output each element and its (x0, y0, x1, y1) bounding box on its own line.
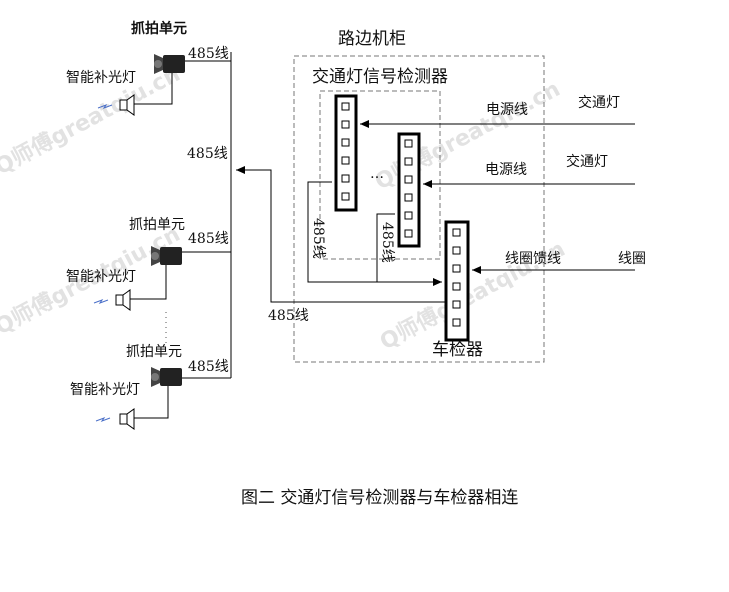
rs485-cam-top-label: 485线 (188, 46, 229, 62)
signal-detector-box (319, 90, 441, 260)
rs485-bus-upper-label: 485线 (187, 146, 228, 162)
camera-icon (151, 367, 182, 387)
capture-unit-top: 抓拍单元 485线 智能补光灯 (66, 20, 231, 116)
rs485-wire-module-2 (376, 213, 395, 282)
figure-caption: 图二 交通灯信号检测器与车检器相连 (241, 488, 518, 508)
fill-light-top-wire (134, 73, 173, 105)
detector-title: 交通灯信号检测器 (312, 67, 448, 87)
speaker-icon (115, 289, 131, 311)
power-line-2-label: 电源线 (485, 162, 527, 178)
camera-icon (154, 54, 185, 74)
fill-light-bot-wire (134, 386, 169, 419)
detector-module-1 (334, 94, 358, 212)
capture-unit-bot-label: 抓拍单元 (126, 344, 182, 360)
cabinet-title: 路边机柜 (338, 29, 406, 49)
speaker-icon (119, 94, 135, 116)
traffic-light-2-label: 交通灯 (566, 153, 608, 170)
capture-unit-mid: 抓拍单元 485线 智能补光灯 (66, 217, 231, 311)
capture-unit-mid-label: 抓拍单元 (129, 217, 185, 233)
coil-label: 线圈 (618, 251, 646, 267)
rs485-cam-mid-label: 485线 (188, 231, 229, 247)
vehicle-detector-body (444, 220, 470, 342)
module-1-body (334, 94, 358, 212)
modules-ellipsis: … (370, 166, 384, 182)
roadside-cabinet-box (293, 55, 545, 363)
power-line-1-label: 电源线 (486, 102, 528, 118)
camera-icon (151, 246, 182, 266)
fill-light-bot-label: 智能补光灯 (70, 382, 140, 398)
vehicle-detector-module (444, 220, 470, 342)
rs485-vertical-right-label: 485线 (379, 222, 395, 263)
rs485-bus-wire (236, 166, 446, 303)
rs485-wire-module-1 (307, 181, 442, 286)
capture-unit-top-label: 抓拍单元 (131, 20, 187, 37)
vehicle-detector-label: 车检器 (432, 340, 483, 360)
coil-feeder-label: 线圈馈线 (505, 251, 561, 267)
capture-unit-bot: 抓拍单元 485线 智能补光灯 (70, 344, 231, 430)
module-2-body (397, 132, 421, 248)
rs485-bus-lower-label: 485线 (268, 308, 309, 324)
fill-light-top-label: 智能补光灯 (66, 70, 136, 86)
fill-light-mid-wire (130, 265, 167, 300)
rs485-cam-bot-label: 485线 (188, 359, 229, 375)
fill-light-mid-label: 智能补光灯 (66, 269, 136, 285)
rs485-vertical-left-label: 485线 (310, 218, 326, 259)
detector-module-2 (397, 132, 421, 248)
traffic-light-1-label: 交通灯 (578, 94, 620, 111)
speaker-icon (119, 408, 135, 430)
